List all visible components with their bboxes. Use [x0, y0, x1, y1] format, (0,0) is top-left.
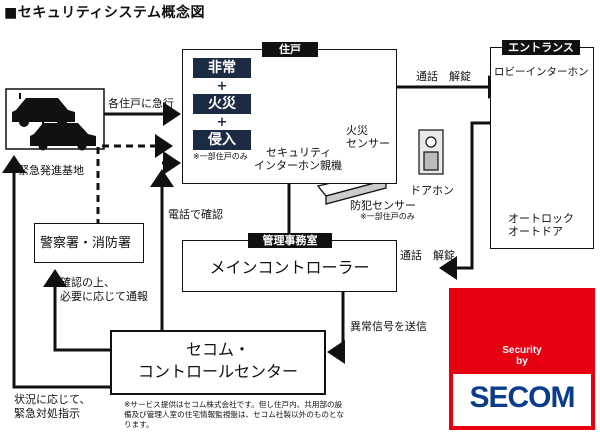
arrow-notify — [43, 269, 110, 352]
intercom-label-1: セキュリティ — [266, 146, 332, 159]
police-fire-box — [34, 223, 144, 263]
secom-logo-panel — [453, 374, 591, 426]
secom-center-label-1: セコム・ — [185, 340, 250, 359]
instruct-label-1: 状況に応じて、 — [14, 393, 91, 406]
secom-center-box — [110, 330, 326, 395]
talk-unlock-top-label: 通話 解錠 — [416, 70, 471, 83]
door-phone-label: ドアホン — [410, 184, 454, 197]
notify-label-1: 確認の上、 — [60, 276, 115, 289]
fire-sensor-label-1: 火災 — [346, 124, 368, 137]
arrow-abnormal — [327, 292, 345, 364]
door-phone-icon — [418, 129, 444, 175]
notify-label-2: 必要に応じて通報 — [60, 290, 148, 303]
residence-tag: 住戸 — [262, 42, 318, 57]
entrance-box — [490, 47, 594, 249]
auto-lock-label-2: オートドア — [508, 225, 563, 238]
secom-center-label-2: コントロールセンター — [137, 362, 298, 381]
controller-label: メインコントローラー — [209, 258, 370, 277]
hazard-intrusion: 侵入 — [193, 130, 251, 150]
management-tag: 管理事務室 — [248, 233, 332, 248]
crime-sensor-label: 防犯センサー — [350, 199, 416, 212]
crime-sensor-note: ※一部住戸のみ — [360, 212, 415, 221]
phone-confirm-label: 電話で確認 — [168, 208, 223, 221]
arrow-police-dashed — [96, 134, 173, 226]
hazard-emergency: 非常 — [193, 58, 251, 78]
talk-unlock-bottom-label: 通話 解錠 — [400, 249, 455, 262]
auto-lock-label-1: オートロック — [508, 212, 574, 225]
secom-wordmark: SECOM — [469, 381, 575, 414]
footnote: ※サービス提供はセコム株式会社です。但し住戸内、共用部の設備及び管理人室の住宅情… — [124, 400, 344, 429]
plus-sign: + — [216, 79, 228, 94]
arrow-instruct — [1, 155, 110, 389]
controller-box — [182, 240, 397, 292]
police-fire-label: 警察署・消防署 — [40, 236, 132, 251]
entrance-tag: エントランス — [502, 40, 580, 55]
rush-label: 各住戸に急行 — [108, 97, 174, 110]
abnormal-signal-label: 異常信号を送信 — [350, 320, 427, 333]
security-by-text: Security by — [502, 345, 542, 367]
dispatch-base-label: 緊急発進基地 — [18, 164, 84, 177]
page-title: ■セキュリティシステム概念図 — [4, 5, 205, 21]
car-icon — [30, 118, 96, 151]
plus-sign: + — [216, 115, 228, 130]
lobby-intercom-label: ロビーインターホン — [494, 66, 589, 78]
hazard-note: ※一部住戸のみ — [193, 152, 248, 161]
car-icon — [12, 93, 75, 127]
fire-sensor-label-2: センサー — [346, 137, 390, 150]
intercom-label-2: インターホン親機 — [254, 159, 342, 172]
hazard-fire: 火災 — [193, 94, 251, 114]
instruct-label-2: 緊急対処指示 — [14, 407, 80, 420]
